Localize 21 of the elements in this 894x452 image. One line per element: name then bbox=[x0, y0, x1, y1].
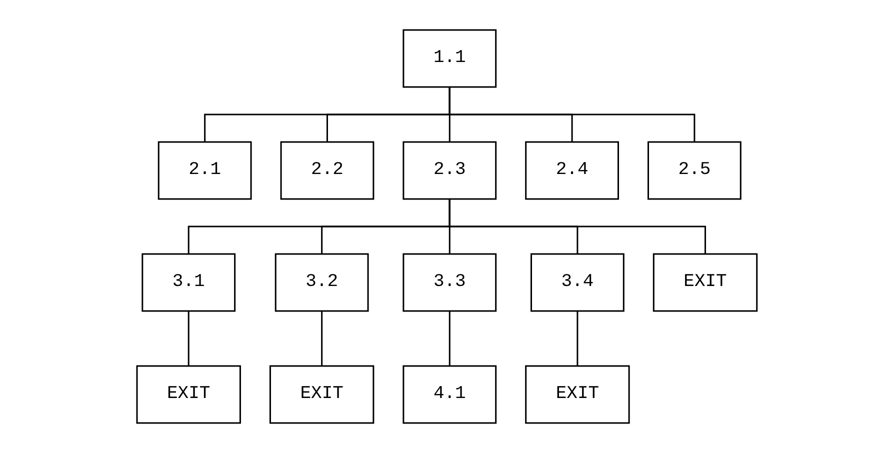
node-box: 2.4 bbox=[525, 140, 620, 200]
node-box: 2.5 bbox=[648, 140, 742, 200]
node-box: EXIT bbox=[270, 364, 374, 424]
connector bbox=[448, 86, 696, 142]
node-box: EXIT bbox=[652, 252, 758, 312]
connector bbox=[321, 310, 323, 366]
node-box: 3.2 bbox=[274, 252, 369, 312]
node-box: 4.1 bbox=[402, 364, 497, 424]
node-box: EXIT bbox=[525, 364, 630, 424]
connector bbox=[188, 310, 190, 366]
node-box: EXIT bbox=[136, 364, 242, 424]
node-box: 2.3 bbox=[402, 140, 497, 200]
node-box: 2.2 bbox=[280, 140, 374, 200]
connector bbox=[448, 198, 706, 254]
node-box: 3.4 bbox=[530, 252, 624, 312]
node-box: 2.1 bbox=[158, 140, 252, 200]
node-box: 3.3 bbox=[402, 252, 497, 312]
node-box: 3.1 bbox=[142, 252, 236, 312]
connector bbox=[576, 310, 578, 366]
node-box: 1.1 bbox=[402, 28, 497, 88]
connector bbox=[448, 310, 450, 366]
